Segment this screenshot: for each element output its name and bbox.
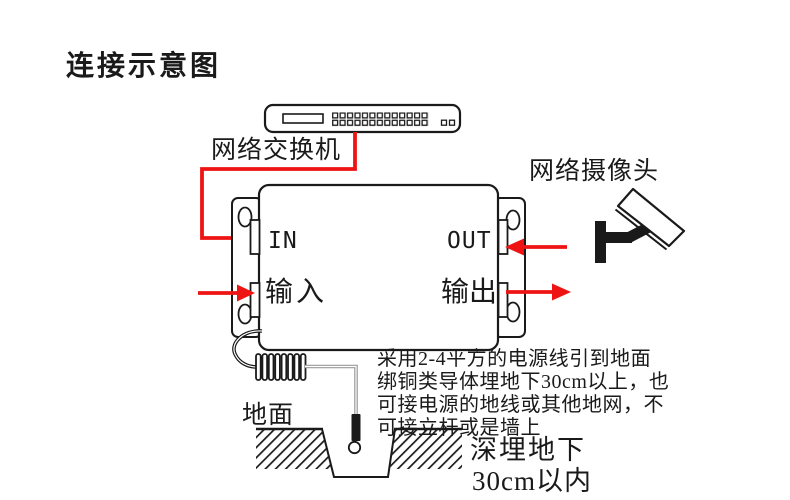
switch-slot	[282, 113, 324, 124]
power-in-port	[249, 282, 261, 318]
power-out-port	[497, 282, 509, 318]
note-line: 绑铜类导体埋地下30cm以上，也	[377, 371, 670, 393]
in-port	[249, 219, 261, 255]
electrode-loop	[347, 440, 362, 455]
ground-surface-label: 地面	[242, 402, 295, 429]
trench	[321, 428, 396, 478]
switch-uplink-port	[440, 119, 448, 126]
ground-cable	[305, 364, 358, 415]
out-port	[497, 219, 509, 255]
note-line: 可接电源的地线或其他地网，不	[377, 394, 664, 416]
arrow-head-input	[237, 284, 255, 302]
camera-label: 网络摄像头	[529, 158, 660, 185]
network-camera-icon	[595, 187, 686, 263]
device-input-label: 输入	[265, 277, 328, 308]
burial-depth-label-line1: 深埋地下	[470, 435, 586, 465]
switch-port-grid	[332, 112, 429, 127]
mount-hole	[505, 301, 521, 323]
mount-hole	[505, 209, 521, 231]
arrow-head-out	[505, 238, 524, 256]
mount-hole	[237, 303, 253, 325]
soil-hatch-right	[389, 430, 462, 469]
burial-depth-label-line2: 30cm以内	[472, 466, 592, 496]
camera-body	[616, 187, 686, 248]
ground-section	[256, 414, 462, 478]
device-body	[257, 183, 500, 352]
camera-mount-arm	[605, 232, 632, 243]
switch-uplink-port	[448, 119, 456, 126]
arrow-head-output	[552, 283, 571, 301]
soil-hatch-left	[256, 430, 333, 469]
coil	[255, 353, 307, 381]
note-line: 采用2-4平方的电源线引到地面	[377, 348, 652, 370]
switch-label: 网络交换机	[211, 137, 342, 164]
flow-arrows	[198, 238, 571, 302]
ground-electrode	[351, 414, 361, 441]
page-title: 连接示意图	[66, 50, 222, 81]
grounding-note: 采用2-4平方的电源线引到地面 绑铜类导体埋地下30cm以上，也 可接电源的地线…	[377, 348, 669, 440]
device-out-label: OUT	[447, 228, 492, 254]
note-line: 可接立杆或是墙上	[377, 417, 541, 439]
mount-hole	[237, 206, 253, 228]
device-output-label: 输出	[441, 277, 498, 308]
grounding-assembly	[232, 329, 358, 415]
camera-mount-pole	[595, 221, 606, 263]
network-switch-icon	[263, 103, 462, 134]
surge-protector-device	[231, 183, 526, 352]
camera-lens-edge	[614, 208, 668, 251]
device-in-label: IN	[268, 228, 298, 254]
